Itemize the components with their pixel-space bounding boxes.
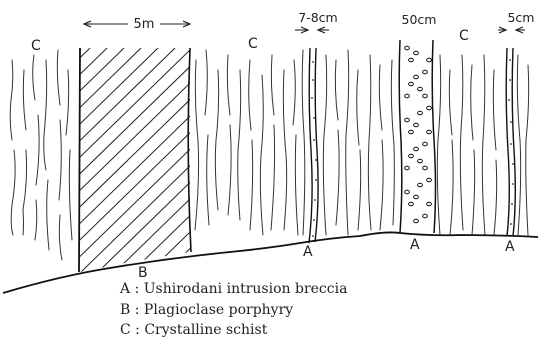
dike-a3 [506, 48, 515, 236]
legend: A : Ushirodani intrusion breccia B : Pla… [120, 279, 347, 341]
label-c-left: C [31, 38, 41, 54]
label-a3: A [505, 239, 515, 255]
dike-a2 [399, 40, 435, 233]
dike-a1 [309, 48, 318, 243]
label-a1: A [303, 244, 313, 260]
label-c-right: C [459, 28, 469, 44]
legend-row-c: C : Crystalline schist [120, 320, 347, 341]
label-a2: A [410, 237, 420, 253]
width-label-dike-a2: 50cm [402, 12, 437, 27]
legend-text-a: Ushirodani intrusion breccia [144, 281, 348, 297]
schist-texture [10, 50, 528, 260]
legend-key-a: A [120, 281, 130, 297]
legend-key-b: B [120, 302, 130, 318]
legend-row-a: A : Ushirodani intrusion breccia [120, 279, 347, 300]
label-c-middle: C [248, 36, 258, 52]
legend-text-b: Plagioclase porphyry [144, 302, 293, 318]
width-label-dike-a3: 5cm [507, 10, 534, 25]
width-label-porphyry: 5m [134, 17, 155, 32]
width-label-dike-a1: 7-8cm [298, 10, 337, 25]
legend-row-b: B : Plagioclase porphyry [120, 300, 347, 321]
legend-key-c: C [120, 322, 131, 338]
legend-text-c: Crystalline schist [144, 322, 267, 338]
